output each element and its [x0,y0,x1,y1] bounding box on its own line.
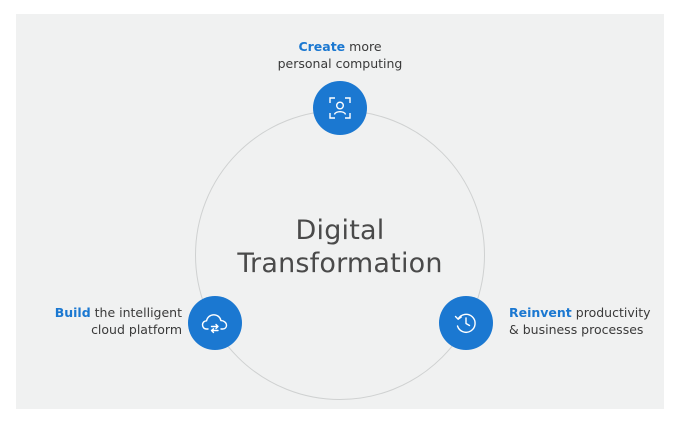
create-label-line-1: Create more [240,38,440,55]
reinvent-label-rest: productivity [571,305,651,320]
center-title-line-2: Transformation [237,248,443,279]
center-title: Digital Transformation [195,214,485,280]
clock-refresh-icon [454,313,476,333]
create-node [313,81,367,135]
build-label: Build the intelligent cloud platform [22,304,182,338]
reinvent-emphasis: Reinvent [509,305,572,320]
build-emphasis: Build [54,305,91,320]
build-node [188,296,242,350]
create-label: Create more personal computing [240,38,440,72]
reinvent-node [439,296,493,350]
person-focus-icon [329,97,351,119]
cloud-sync-icon [201,314,228,334]
reinvent-label: Reinvent productivity & business process… [509,304,674,338]
create-label-rest: more [345,39,382,54]
build-label-rest: the intelligent [90,305,182,320]
reinvent-label-line-1: Reinvent productivity [509,304,674,321]
create-label-line-2: personal computing [277,56,403,71]
create-emphasis: Create [298,39,346,54]
reinvent-label-line-2: & business processes [509,322,644,337]
build-label-line-2: cloud platform [91,322,182,337]
center-title-line-1: Digital [295,215,385,246]
build-label-line-1: Build the intelligent [22,304,182,321]
